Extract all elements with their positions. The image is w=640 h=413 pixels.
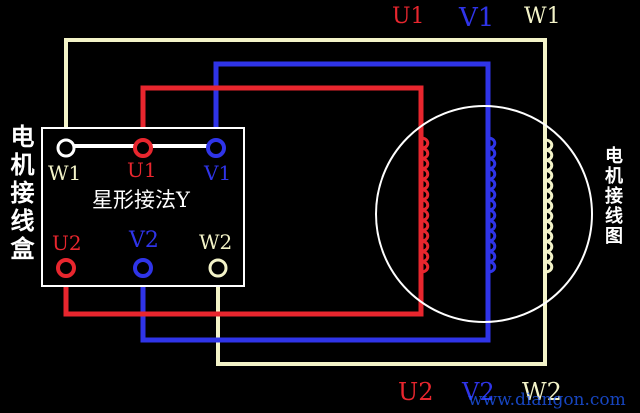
right-title: 电机接线图	[602, 146, 623, 246]
label-u1-top: U1	[392, 4, 425, 29]
terminal-label-u2: U2	[52, 231, 82, 255]
motor-circle	[375, 105, 593, 323]
terminal-v1	[206, 138, 226, 158]
label-w1-top: W1	[524, 4, 561, 29]
v-coil	[487, 136, 497, 274]
left-title: 电机接线盒	[6, 124, 35, 264]
terminal-label-u1: U1	[127, 158, 157, 182]
w-coil-winding	[544, 138, 554, 274]
terminal-label-w2: W2	[199, 230, 233, 254]
u-coil-winding	[420, 136, 430, 274]
v-phase-wire	[140, 61, 491, 343]
terminal-label-v2: V2	[129, 228, 159, 253]
watermark: www.diangon.com	[468, 390, 626, 410]
label-v1-top: V1	[459, 3, 495, 33]
label-v2-bottom: V2	[462, 378, 495, 406]
terminal-label-v1: V1	[204, 161, 232, 185]
terminal-label-w1: W1	[48, 161, 82, 185]
terminal-u2	[56, 258, 76, 278]
v-coil-winding	[487, 136, 497, 274]
w-coil	[544, 138, 554, 274]
terminal-u1	[133, 138, 153, 158]
label-w2-bottom: W2	[522, 378, 562, 406]
u-coil	[420, 136, 430, 274]
terminal-v2	[133, 258, 153, 278]
label-u2-bottom: U2	[398, 378, 434, 406]
terminal-w1	[56, 138, 76, 158]
box-caption: 星形接法Y	[92, 188, 190, 212]
terminal-w2	[208, 258, 228, 278]
